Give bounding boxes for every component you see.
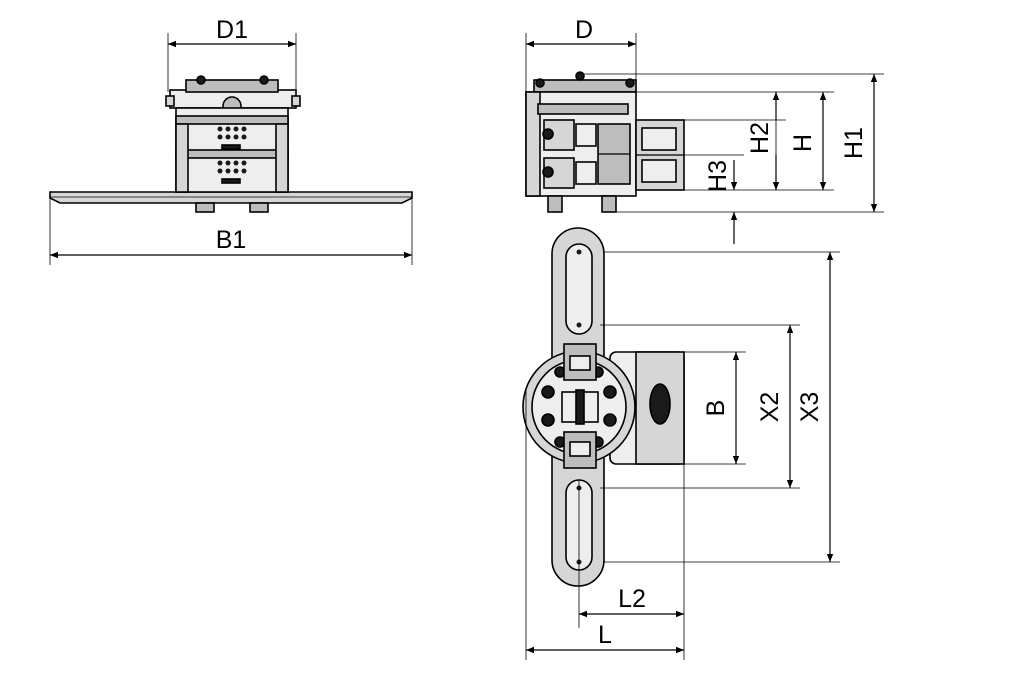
label-b: B [702,400,730,417]
dimension-h2: H2 [746,92,780,190]
label-x3: X3 [796,392,824,423]
dimension-h: H [789,92,827,190]
dimension-d: D [525,16,637,92]
top-view [522,227,685,587]
label-h2: H2 [746,122,774,154]
dimension-h3: H3 [704,160,738,244]
side-view [525,71,685,213]
label-h3: H3 [704,160,732,192]
dimension-h1: H1 [840,74,878,212]
front-view [49,75,413,213]
label-b1: B1 [216,226,247,254]
dimension-b1: B1 [49,197,413,265]
label-l2: L2 [618,585,646,613]
dimension-l: L [526,621,684,654]
dimension-x3: X3 [796,252,834,562]
dimension-x2: X2 [756,325,794,488]
label-l: L [598,621,612,649]
label-d1: D1 [216,16,248,44]
dimension-l2: L2 [579,585,684,618]
height-extension-lines [580,73,884,213]
label-d: D [575,16,593,44]
dimension-d1: D1 [167,16,297,92]
label-h: H [789,134,817,152]
label-x2: X2 [756,392,784,423]
label-h1: H1 [840,127,868,159]
dimension-b: B [702,352,740,464]
